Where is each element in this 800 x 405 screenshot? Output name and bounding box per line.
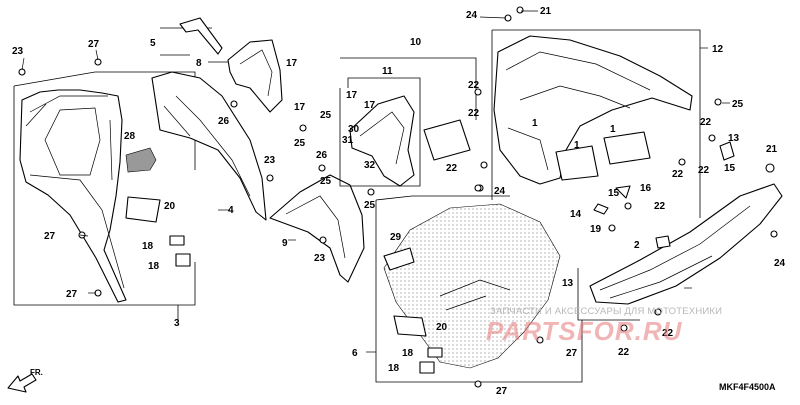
callout: 30 (348, 124, 360, 135)
callout: 23 (314, 253, 326, 264)
watermark-logo: PARTSFOR.RU (486, 316, 683, 346)
callout: 31 (342, 135, 354, 146)
callout: 25 (294, 138, 306, 149)
callout: 22 (468, 108, 480, 119)
callout: 26 (218, 116, 230, 127)
part-18-pad-d[interactable] (419, 361, 435, 374)
callout: 10 (410, 37, 422, 48)
callout: 6 (352, 348, 358, 359)
part-28-vent[interactable] (125, 147, 157, 173)
callout: 32 (364, 160, 376, 171)
diagram-code: MKF4F4500A (719, 382, 776, 392)
callout: 16 (640, 183, 652, 194)
part-4-middle-cowl[interactable] (151, 71, 267, 221)
callout: 22 (468, 80, 480, 91)
callout: 8 (196, 58, 202, 69)
part-1-pad-a[interactable] (555, 145, 599, 181)
callout: 9 (282, 238, 288, 249)
assembly-11-frame (491, 29, 701, 218)
callout: 24 (774, 258, 786, 269)
callout: 26 (316, 150, 328, 161)
callout: 1 (532, 118, 538, 129)
callout: 2 (634, 240, 640, 251)
callout: 27 (66, 289, 78, 300)
callout: 28 (124, 131, 136, 142)
callout: 24 (466, 10, 478, 21)
part-20-strip[interactable] (125, 196, 161, 223)
callout: 21 (540, 6, 552, 17)
callout: 1 (574, 140, 580, 151)
callout: 23 (12, 46, 24, 57)
part-20-strip-lower[interactable] (393, 315, 427, 337)
part-18-pad-b[interactable] (175, 253, 191, 267)
callout: 1 (610, 124, 616, 135)
callout: 25 (364, 200, 376, 211)
front-direction-label: FR. (30, 368, 43, 377)
callout: 24 (494, 186, 506, 197)
watermark-caption: ЗАПЧАСТИ И АКСЕССУАРЫ ДЛЯ МОТОТЕХНИКИ (490, 306, 723, 317)
part-7-under-cowl-left[interactable] (383, 203, 561, 369)
callout: 14 (570, 209, 582, 220)
front-direction-arrow-icon (7, 373, 37, 393)
callout: 13 (728, 133, 740, 144)
callout: 18 (142, 241, 154, 252)
callout: 22 (672, 169, 684, 180)
callout: 15 (724, 163, 736, 174)
callout: 22 (662, 328, 674, 339)
part-9-panel[interactable] (423, 119, 471, 161)
callout: 17 (294, 102, 306, 113)
part-10-duct[interactable] (349, 95, 415, 187)
callout: 25 (320, 176, 332, 187)
callout: 15 (608, 188, 620, 199)
callout-labels: 23 27 28 20 18 18 27 27 3 5 8 4 26 23 17… (12, 6, 786, 397)
callout: 27 (44, 231, 56, 242)
part-5-bracket[interactable] (179, 17, 223, 55)
callout: 22 (698, 165, 710, 176)
part-18-pad-c[interactable] (427, 347, 443, 358)
callout: 22 (700, 117, 712, 128)
part-2-pad[interactable] (655, 235, 671, 249)
part-12-under-cowl-right[interactable] (589, 183, 783, 305)
fasteners (18, 6, 778, 388)
part-29-vent[interactable] (383, 247, 415, 271)
callout: 18 (148, 261, 160, 272)
callout: 25 (320, 110, 332, 121)
callout: 17 (364, 100, 376, 111)
part-1-pad-b[interactable] (603, 131, 651, 165)
callout: 18 (402, 348, 414, 359)
callout: 12 (712, 44, 724, 55)
callout: 20 (436, 322, 448, 333)
callout: 17 (346, 90, 358, 101)
callout: 22 (654, 201, 666, 212)
callout: 27 (496, 386, 508, 397)
callout: 27 (566, 348, 578, 359)
callout: 22 (618, 347, 630, 358)
callout: 20 (164, 201, 176, 212)
part-11-inner-cover[interactable] (493, 35, 693, 185)
callout: 18 (388, 363, 400, 374)
assembly-9-10-frame (339, 57, 477, 187)
callout: 3 (174, 318, 180, 329)
callout: 11 (382, 66, 393, 77)
callout: 22 (446, 163, 458, 174)
callout: 4 (228, 205, 234, 216)
callout: 5 (150, 38, 156, 49)
leader-lines (21, 10, 730, 353)
callout: 19 (590, 224, 602, 235)
callout: 27 (88, 39, 100, 50)
callout: 13 (562, 278, 574, 289)
callout: 21 (766, 144, 778, 155)
callout: 29 (390, 232, 402, 243)
assembly-12-frame (577, 268, 640, 321)
callout: 25 (732, 99, 744, 110)
part-8-lower-panel[interactable] (269, 174, 365, 283)
callout: 17 (286, 58, 298, 69)
part-18-pad-a[interactable] (169, 235, 185, 246)
callout: 23 (264, 155, 276, 166)
